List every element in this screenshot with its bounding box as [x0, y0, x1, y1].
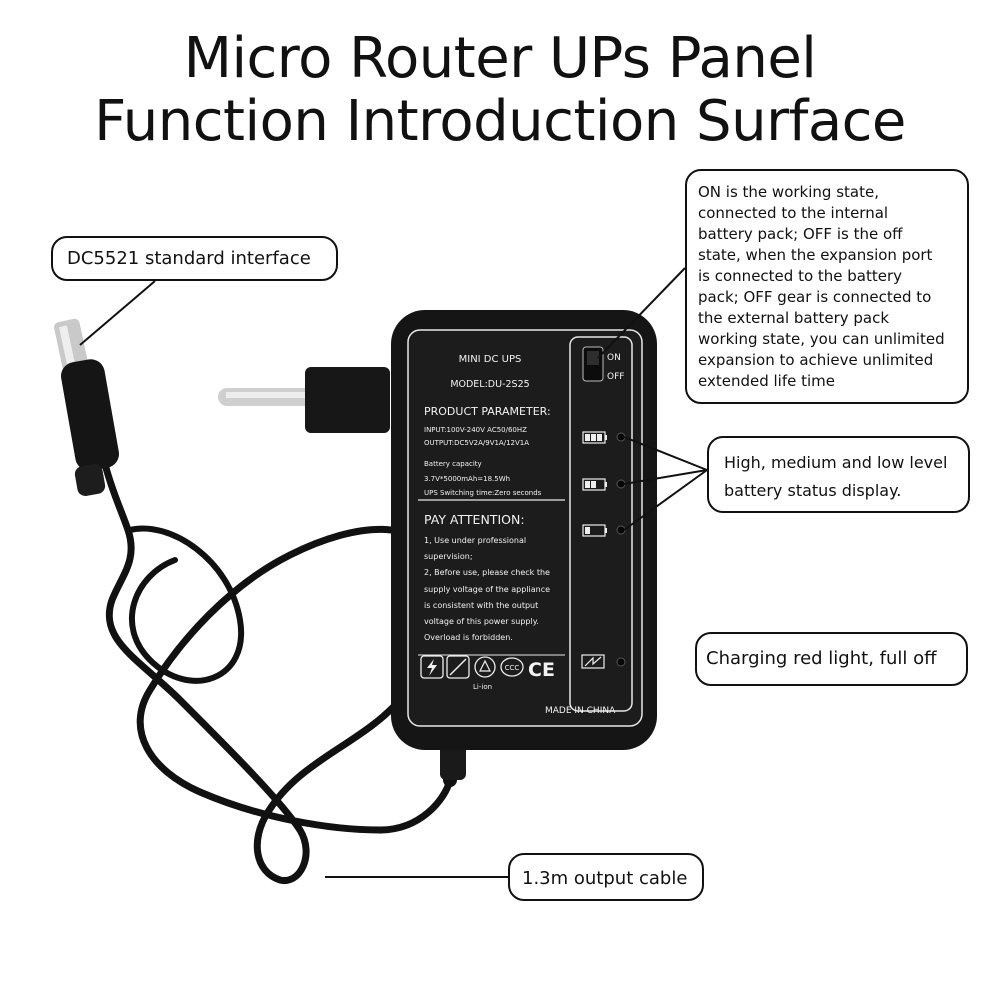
battery-low-led — [616, 525, 626, 535]
switch-knob — [587, 351, 599, 365]
switch-on-label: ON — [607, 353, 621, 363]
callout-dc-interface: DC5521 standard interface — [51, 236, 338, 281]
leader-lines — [79, 267, 708, 878]
page-title-line-2: Function Introduction Surface — [94, 89, 906, 154]
callout-battery-line: battery status display. — [724, 481, 902, 500]
dc-plug — [54, 318, 119, 496]
battery-medium-led — [616, 479, 626, 489]
lightning-icon — [420, 655, 444, 679]
battery-low-icon — [582, 524, 607, 537]
ccc-icon — [500, 657, 524, 677]
param-input: INPUT:100V-240V AC50/60HZ — [424, 426, 527, 434]
callout-switch-line: battery pack; OFF is the off — [698, 225, 903, 243]
callout-battery-line: High, medium and low level — [724, 453, 948, 472]
callout-battery-status: High, medium and low level battery statu… — [707, 436, 970, 513]
no-disassemble-icon — [446, 655, 470, 679]
callout-switch-line: is connected to the battery — [698, 267, 903, 285]
battery-high-icon — [582, 431, 607, 444]
attention-line: supervision; — [424, 552, 473, 561]
device-model: MODEL:DU-2S25 — [450, 379, 529, 390]
svg-text:CCC: CCC — [505, 664, 520, 672]
attention-line: voltage of this power supply. — [424, 617, 539, 626]
callout-cable: 1.3m output cable — [508, 853, 704, 901]
switch-off-label: OFF — [607, 372, 624, 382]
callout-switch-line: connected to the internal — [698, 204, 889, 222]
recycle-icon — [474, 656, 496, 678]
attention-line: Overload is forbidden. — [424, 633, 513, 642]
param-heading: PRODUCT PARAMETER: — [424, 405, 551, 418]
page-title-line-1: Micro Router UPs Panel — [183, 26, 817, 91]
ce-mark-icon: CE — [528, 659, 555, 681]
attention-line: 1, Use under professional — [424, 536, 526, 545]
callout-switch-line: pack; OFF gear is connected to — [698, 288, 932, 306]
device-name: MINI DC UPS — [459, 354, 522, 365]
callout-switch: ON is the working state, connected to th… — [685, 169, 969, 404]
callout-charging: Charging red light, full off — [695, 632, 968, 686]
callout-switch-line: extended life time — [698, 372, 835, 390]
callout-switch-line: expansion to achieve unlimited — [698, 351, 934, 369]
charging-led — [616, 657, 626, 667]
certification-icons: CCC CE Li-ion — [420, 655, 555, 691]
attention-line: 2, Before use, please check the — [424, 568, 550, 577]
param-output: OUTPUT:DC5V2A/9V1A/12V1A — [424, 439, 529, 447]
battery-high-led — [616, 432, 626, 442]
charging-icon — [581, 654, 605, 669]
made-in-label: MADE IN CHINA — [545, 706, 616, 716]
callout-switch-line: ON is the working state, — [698, 183, 879, 201]
attention-heading: PAY ATTENTION: — [424, 512, 525, 527]
callout-switch-line: working state, you can unlimited — [698, 330, 945, 348]
eu-plug — [218, 367, 390, 433]
switching-time: UPS Switching time:Zero seconds — [424, 489, 542, 497]
attention-line: supply voltage of the appliance — [424, 585, 550, 594]
capacity-value: 3.7V*5000mAh=18.5Wh — [424, 475, 510, 483]
callout-switch-line: the external battery pack — [698, 309, 890, 327]
callout-switch-line: state, when the expansion port — [698, 246, 933, 264]
battery-medium-icon — [582, 478, 607, 491]
li-ion-label: Li-ion — [473, 683, 492, 691]
attention-line: is consistent with the output — [424, 601, 538, 610]
capacity-label: Battery capacity — [424, 460, 482, 468]
label-panel — [407, 329, 643, 727]
